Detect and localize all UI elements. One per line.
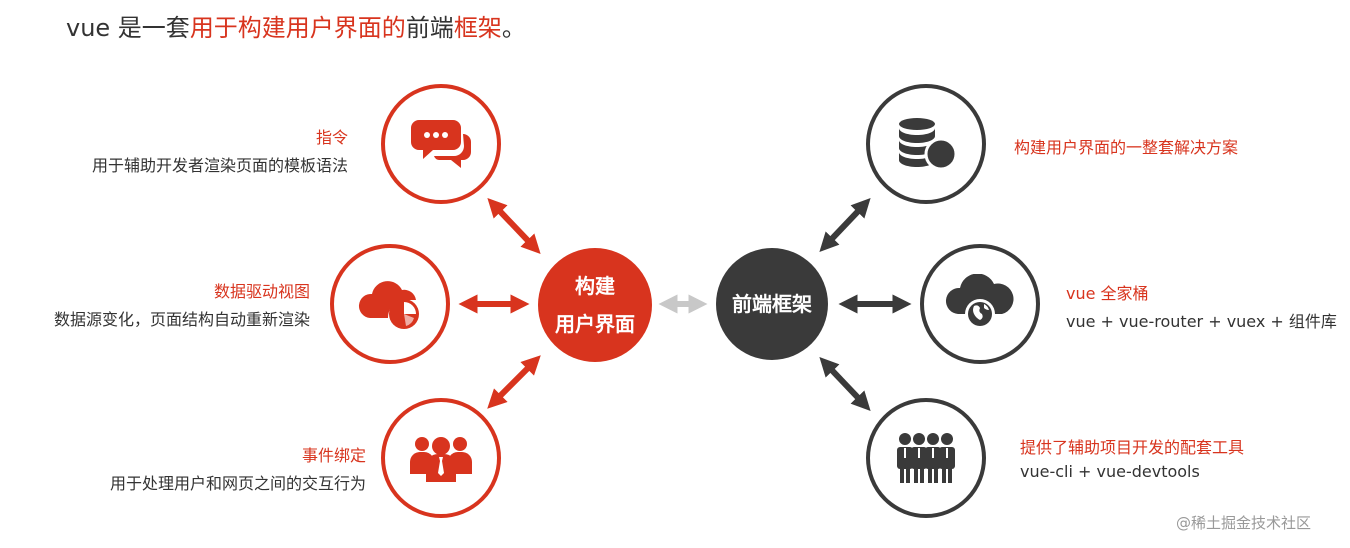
label-vue-family-desc: vue + vue-router + vuex + 组件库 <box>1066 312 1337 331</box>
people-group-icon <box>410 437 472 482</box>
center-left-line1: 构建 <box>575 274 615 298</box>
cloud-globe-icon <box>946 274 1014 329</box>
label-data-driven-desc: 数据源变化，页面结构自动重新渲染 <box>53 310 310 329</box>
node-directive <box>381 84 501 204</box>
cloud-chart-icon <box>358 281 419 329</box>
node-vue-family <box>920 244 1040 364</box>
title-suffix: 。 <box>501 14 526 42</box>
arrow-solution <box>819 198 871 252</box>
watermark: @稀土掘金技术社区 <box>1176 514 1312 532</box>
label-solution-title: 构建用户界面的一整套解决方案 <box>1014 138 1239 157</box>
label-dev-tools: 提供了辅助项目开发的配套工具 vue-cli + vue-devtools <box>1020 434 1244 481</box>
label-event-binding: 事件绑定 用于处理用户和网页之间的交互行为 <box>20 442 366 494</box>
title-mid: 前端 <box>405 14 454 42</box>
center-right-label: 前端框架 <box>732 292 812 316</box>
label-vue-family: vue 全家桶 vue + vue-router + vuex + 组件库 <box>1066 280 1337 332</box>
label-data-driven-title: 数据驱动视图 <box>213 282 310 301</box>
title-highlight-2: 框架 <box>453 14 502 42</box>
label-data-driven: 数据驱动视图 数据源变化，页面结构自动重新渲染 <box>0 278 310 330</box>
title-highlight-1: 用于构建用户界面的 <box>189 14 406 42</box>
node-dev-tools <box>866 398 986 518</box>
label-directive-title: 指令 <box>315 128 348 147</box>
label-solution: 构建用户界面的一整套解决方案 <box>1014 134 1238 158</box>
database-icon <box>899 118 957 171</box>
node-data-driven <box>330 244 450 364</box>
chat-bubbles-icon <box>411 120 471 168</box>
label-vue-family-title: vue 全家桶 <box>1066 284 1149 303</box>
label-directive: 指令 用于辅助开发者渲染页面的模板语法 <box>20 124 348 176</box>
center-node-frontend-framework: 前端框架 <box>716 248 828 360</box>
label-dev-tools-title: 提供了辅助项目开发的配套工具 <box>1020 438 1245 457</box>
label-event-binding-title: 事件绑定 <box>301 446 366 465</box>
arrow-tools <box>819 357 871 411</box>
label-dev-tools-desc: vue-cli + vue-devtools <box>1020 462 1200 481</box>
business-team-icon <box>897 433 955 483</box>
center-left-line2: 用户界面 <box>555 312 635 336</box>
label-event-binding-desc: 用于处理用户和网页之间的交互行为 <box>109 474 366 493</box>
center-node-build-ui: 构建 用户界面 <box>538 248 652 362</box>
arrow-event-binding <box>487 355 541 409</box>
page-title: vue 是一套用于构建用户界面的前端框架。 <box>66 8 526 43</box>
node-solution <box>866 84 986 204</box>
arrow-directive <box>487 198 541 254</box>
title-prefix: vue 是一套 <box>66 14 190 42</box>
node-event-binding <box>381 398 501 518</box>
label-directive-desc: 用于辅助开发者渲染页面的模板语法 <box>91 156 348 175</box>
